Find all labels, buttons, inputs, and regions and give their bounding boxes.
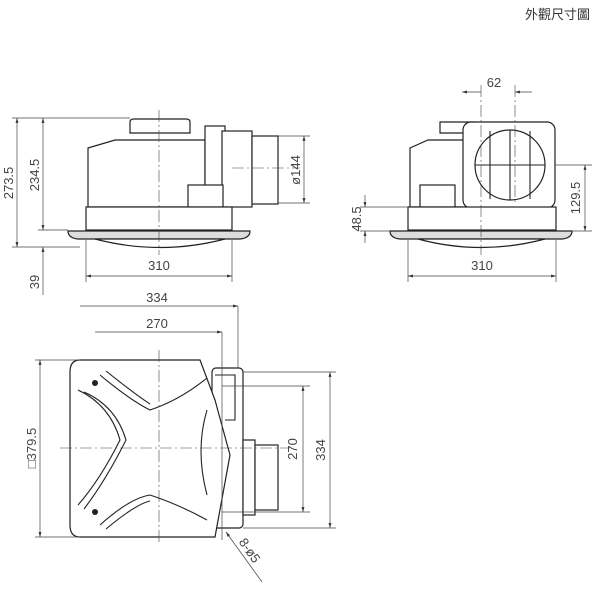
dim-duct-diameter: ø144 [288,155,303,185]
dim-width-front: 310 [148,258,170,273]
dim-duct-height: 129.5 [568,182,583,215]
dim-outer-height: 334 [313,439,328,461]
dim-base-height: 48.5 [349,206,364,231]
plan-view: 334 270 □379.5 270 334 8-ø5 [24,290,336,583]
drawing-title: 外觀尺寸圖 [524,8,590,23]
dim-height-flange: 39 [27,275,42,289]
dim-inner-width: 270 [146,316,168,331]
side-view: 62 129.5 48.5 310 [349,75,592,282]
dim-width-side: 310 [471,258,493,273]
dim-height-total: 273.5 [1,167,16,200]
dim-inner-height: 270 [285,438,300,460]
front-view: 273.5 234.5 39 310 ø144 [1,110,310,295]
dim-holes: 8-ø5 [236,535,264,566]
dim-height-body: 234.5 [27,159,42,192]
dim-outer-width: 334 [146,290,168,305]
dim-panel-square: □379.5 [24,428,39,468]
dim-offset: 62 [487,75,501,90]
